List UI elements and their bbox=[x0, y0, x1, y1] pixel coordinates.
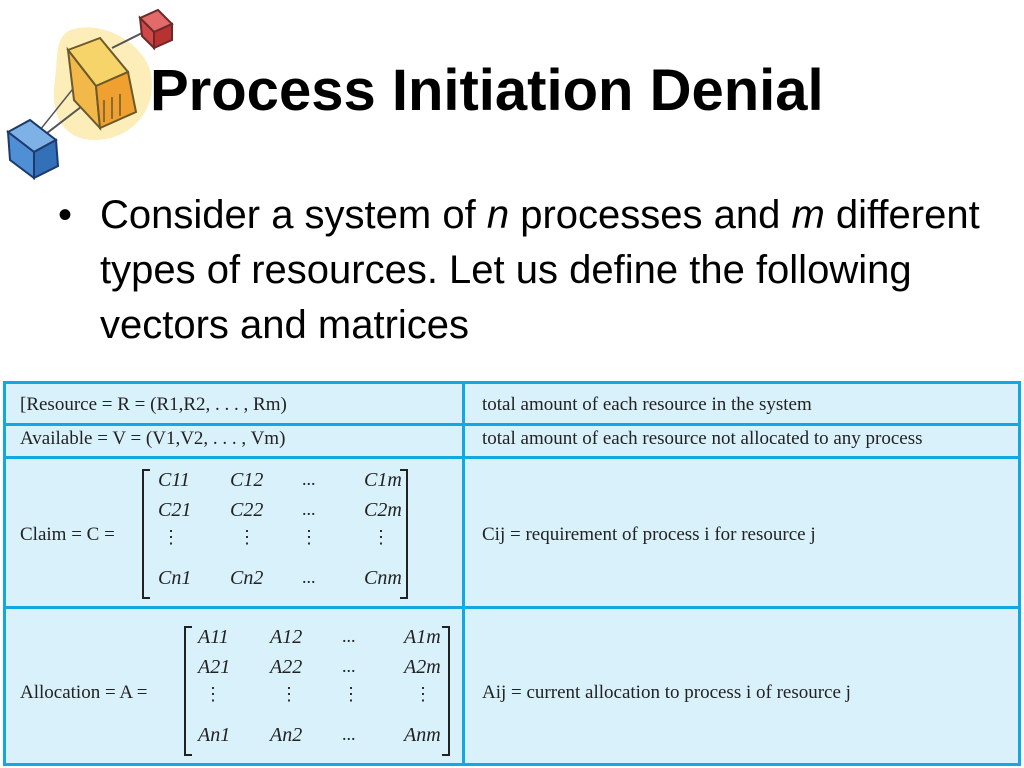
resource-vector-def: [Resource = R = (R1,R2, . . . , Rm) bbox=[20, 394, 287, 415]
matrix-cell: C22 bbox=[230, 499, 264, 521]
matrix-cell: An1 bbox=[198, 724, 231, 746]
claim-matrix-desc: Cij = requirement of process i for resou… bbox=[482, 524, 816, 545]
matrix-cell: C2m bbox=[364, 499, 402, 521]
matrix-cell: ⋮ bbox=[372, 527, 390, 547]
matrix-cell: A21 bbox=[198, 656, 231, 678]
row-divider bbox=[6, 606, 1018, 609]
matrix-cell: A11 bbox=[198, 626, 229, 648]
matrix-cell: ⋮ bbox=[162, 527, 180, 547]
available-vector-desc: total amount of each resource not alloca… bbox=[482, 428, 923, 449]
matrix-cell: ⋮ bbox=[414, 684, 432, 704]
matrix-cell: ... bbox=[302, 567, 316, 587]
resource-vector-desc: total amount of each resource in the sys… bbox=[482, 394, 812, 415]
matrix-cell: Cn2 bbox=[230, 567, 264, 589]
matrix-cell: A1m bbox=[404, 626, 441, 648]
matrix-cell: Cn1 bbox=[158, 567, 192, 589]
matrix-bracket-right bbox=[442, 626, 450, 756]
matrix-cell: ... bbox=[302, 469, 316, 489]
matrix-bracket-left bbox=[142, 469, 150, 599]
matrix-cell: ⋮ bbox=[238, 527, 256, 547]
bullet-text: Consider a system of n processes and m d… bbox=[100, 193, 980, 347]
bullet-dot-icon: • bbox=[58, 193, 73, 237]
cubes-logo-icon bbox=[6, 8, 174, 180]
matrix-cell: An2 bbox=[270, 724, 303, 746]
available-vector-def: Available = V = (V1,V2, . . . , Vm) bbox=[20, 428, 286, 449]
matrix-cell: Anm bbox=[404, 724, 441, 746]
matrix-cell: A2m bbox=[404, 656, 441, 678]
slide-title: Process Initiation Denial bbox=[150, 58, 824, 123]
matrix-bracket-left bbox=[184, 626, 192, 756]
matrix-cell: A22 bbox=[270, 656, 303, 678]
matrix-cell: Cnm bbox=[364, 567, 402, 589]
matrix-cell: A12 bbox=[270, 626, 303, 648]
matrix-cell: C1m bbox=[364, 469, 402, 491]
matrix-cell: ... bbox=[342, 724, 356, 744]
matrix-cell: ⋮ bbox=[280, 684, 298, 704]
matrix-bracket-right bbox=[400, 469, 408, 599]
matrix-cell: C12 bbox=[230, 469, 264, 491]
matrix-cell: ... bbox=[342, 626, 356, 646]
matrix-cell: C11 bbox=[158, 469, 190, 491]
matrix-cell: ... bbox=[342, 656, 356, 676]
allocation-matrix-label: Allocation = A = bbox=[20, 682, 148, 703]
row-divider bbox=[6, 456, 1018, 459]
allocation-matrix-desc: Aij = current allocation to process i of… bbox=[482, 682, 851, 703]
matrix-cell: ⋮ bbox=[342, 684, 360, 704]
matrix-cell: ... bbox=[302, 499, 316, 519]
matrix-cell: C21 bbox=[158, 499, 192, 521]
claim-matrix-label: Claim = C = bbox=[20, 524, 115, 545]
definitions-table: [Resource = R = (R1,R2, . . . , Rm) tota… bbox=[3, 381, 1021, 766]
row-divider bbox=[6, 423, 1018, 426]
matrix-cell: ⋮ bbox=[204, 684, 222, 704]
column-divider bbox=[462, 384, 465, 763]
matrix-cell: ⋮ bbox=[300, 527, 318, 547]
